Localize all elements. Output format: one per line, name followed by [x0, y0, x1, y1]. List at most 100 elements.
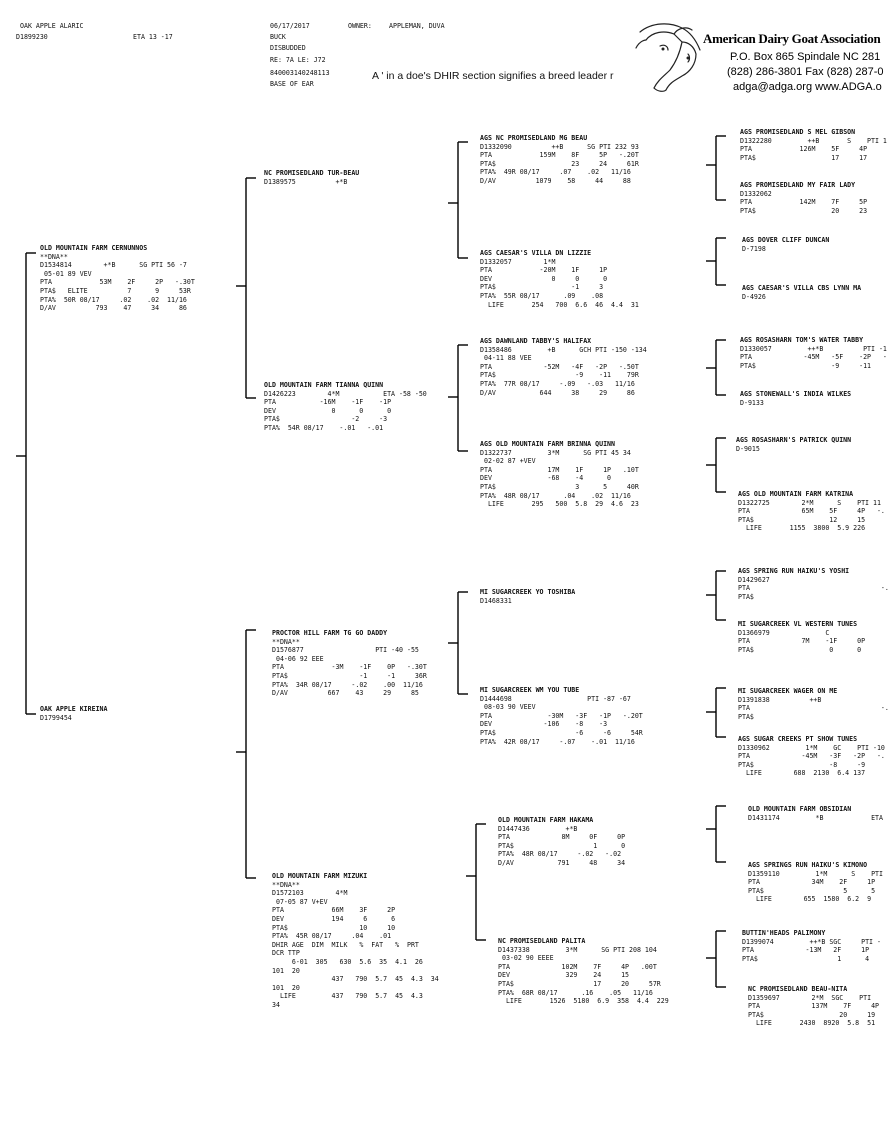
pedigree-line: PTA% 42R 08/17 -.07 -.01 11/16 — [480, 737, 635, 746]
pedigree-line: PTA$ 5 5 — [748, 886, 876, 895]
pedigree-line: D1332090 ++B SG PTI 232 93 — [480, 142, 639, 151]
animal-name: OLD MOUNTAIN FARM CERNUNNOS — [40, 244, 148, 252]
pedigree-line: PTA$ -1 -1 36R — [272, 671, 427, 680]
pedigree-line: PTA -30M -3F -1P -.20T — [480, 711, 643, 720]
pedigree-line: PTA% 68R 08/17 .16 .05 11/16 — [498, 988, 653, 997]
association-address: P.O. Box 865 Spindale NC 281 — [730, 51, 881, 63]
tattoo: RE: 7A LE: J72 — [270, 56, 326, 64]
pedigree-line: PTA% 48R 08/17 -.02 -.02 — [498, 850, 622, 859]
pedigree-line: PTA 142M 7F 5P — [740, 198, 868, 207]
pedigree-line: PTA -45M -5F -2P - — [740, 353, 887, 362]
association-phone: (828) 286-3801 Fax (828) 287-0 — [727, 66, 884, 78]
pedigree-line: D1431174 *B ETA — [748, 813, 883, 822]
pedigree-line: D1322737 3*M SG PTI 45 34 — [480, 448, 631, 457]
pedigree-line: LIFE 688 2130 6.4 137 — [738, 769, 866, 778]
pedigree-line: DEV 329 24 15 — [498, 971, 630, 980]
pedigree-line: D/AV 791 48 34 — [498, 858, 626, 867]
animal-name: NC PROMISEDLAND BEAU-NITA — [748, 985, 848, 993]
pedigree-line: PTA 8M 0F 0P — [498, 833, 626, 842]
pedigree-line: **DNA** — [40, 252, 68, 261]
dd-block: OLD MOUNTAIN FARM MIZUKI**DNA**D1572103 … — [272, 872, 439, 1010]
subject-name: OAK APPLE ALARIC — [20, 22, 84, 30]
pedigree-line: D1429627 — [738, 575, 770, 584]
animal-name: MI SUGARCREEK WAGER ON ME — [738, 687, 838, 695]
tag-location: BASE OF EAR — [270, 80, 314, 88]
pedigree-line: D1426223 4*M ETA -58 -50 — [264, 389, 427, 398]
animal-name: AGS DAWNLAND TABBY'S HALIFAX — [480, 337, 592, 345]
pedigree-line: **DNA** — [272, 880, 300, 889]
pedigree-line: PTA 7M -1F 0P — [738, 637, 866, 646]
pedigree-line: PTA% 34R 08/17 -.02 .00 11/16 — [272, 680, 423, 689]
pedigree-line: PTA$ — [738, 592, 754, 601]
pedigree-line: PTA$ 17 20 57R — [498, 979, 661, 988]
animal-name: BUTTIN'HEADS PALIMONY — [742, 929, 826, 937]
pedigree-line: PTA$ 12 15 — [738, 515, 866, 524]
animal-name: MI SUGARCREEK YO TOSHIBA — [480, 588, 576, 596]
pedigree-line: DEV 0 0 0 — [480, 274, 608, 283]
pedigree-line: D1359697 2*M SGC PTI — [748, 993, 872, 1002]
pedigree-line: LIFE 2430 8920 5.8 51 — [748, 1019, 876, 1028]
pedigree-line: PTA -20M 1F 1P — [480, 266, 608, 275]
pedigree-line: D1468331 — [480, 596, 512, 605]
pedigree-line: PTA$ 20 19 — [748, 1010, 876, 1019]
pedigree-line: PTA 137M 7F 4P — [748, 1002, 880, 1011]
pedigree-line: LIFE 655 1580 6.2 9 — [748, 895, 872, 904]
pedigree-line: PTA -. — [738, 584, 888, 593]
pedigree-line: PTA$ 10 10 — [272, 923, 396, 932]
pedigree-line: D1534814 +*B SG PTI 56 -7 — [40, 261, 187, 270]
pedigree-line: D/AV 1079 58 44 88 — [480, 176, 631, 185]
pedigree-line: PTA$ ELITE 7 9 53R — [40, 286, 191, 295]
pedigree-line: PTA$ -9 -11 — [740, 361, 872, 370]
pedigree-line: D1399074 ++*B SGC PTI - — [742, 937, 881, 946]
pedigree-line: D/AV 644 38 29 86 — [480, 388, 635, 397]
pedigree-line: PTA$ 17 17 — [740, 153, 868, 162]
pedigree-line: 03-02 90 EEEE — [498, 954, 554, 963]
pedigree-line: 04-11 88 VEE — [480, 354, 532, 363]
goat-heads-logo-icon — [635, 23, 701, 92]
pedigree-line: D1359110 1*M S PTI — [748, 869, 883, 878]
pedigree-line: PTA 34M 2F 1P — [748, 878, 876, 887]
pedigree-line: DHIR AGE DIM MILK % FAT % PRT — [272, 940, 419, 949]
animal-name: AGS SPRINGS RUN HAIKU'S KIMONO — [748, 861, 868, 869]
animal-name: AGS DOVER CLIFF DUNCAN — [742, 236, 830, 244]
animal-name: NC PROMISEDLAND TUR-BEAU — [264, 169, 360, 177]
animal-name: AGS PROMISEDLAND S MEL GIBSON — [740, 128, 856, 136]
ds-block: PROCTOR HILL FARM TG GO DADDY**DNA**D157… — [272, 629, 427, 698]
pedigree-line: LIFE 437 790 5.7 45 4.3 — [272, 992, 423, 1001]
animal-name: PROCTOR HILL FARM TG GO DADDY — [272, 629, 388, 637]
subject-eta: ETA 13 -17 — [133, 33, 173, 41]
pedigree-line: PTA$ -1 3 — [480, 283, 604, 292]
pedigree-line: D1391838 ++B — [738, 695, 822, 704]
pedigree-line: PTA -. — [738, 704, 888, 713]
association-name: American Dairy Goat Association — [703, 31, 881, 46]
pedigree-line: PTA 102M 7F 4P .00T — [498, 962, 657, 971]
pedigree-line: D1572103 4*M — [272, 889, 348, 898]
pedigree-line: PTA 53M 2F 2P -.30T — [40, 278, 195, 287]
pedigree-line: 6-01 305 630 5.6 35 4.1 26 — [272, 957, 423, 966]
pedigree-line: 101 20 — [272, 966, 300, 975]
animal-name: AGS CAESAR'S VILLA CBS LYNN MA — [742, 284, 862, 292]
pedigree-line: **DNA** — [272, 637, 300, 646]
pedigree-line: D1358486 +B GCH PTI -150 -134 — [480, 345, 647, 354]
owner-label: OWNER: — [348, 22, 372, 30]
animal-name: AGS ROSASHARN'S PATRICK QUINN — [736, 436, 852, 444]
pedigree-line: DCR TTP — [272, 949, 300, 958]
animal-name: MI SUGARCREEK WM YOU TUBE — [480, 686, 580, 694]
